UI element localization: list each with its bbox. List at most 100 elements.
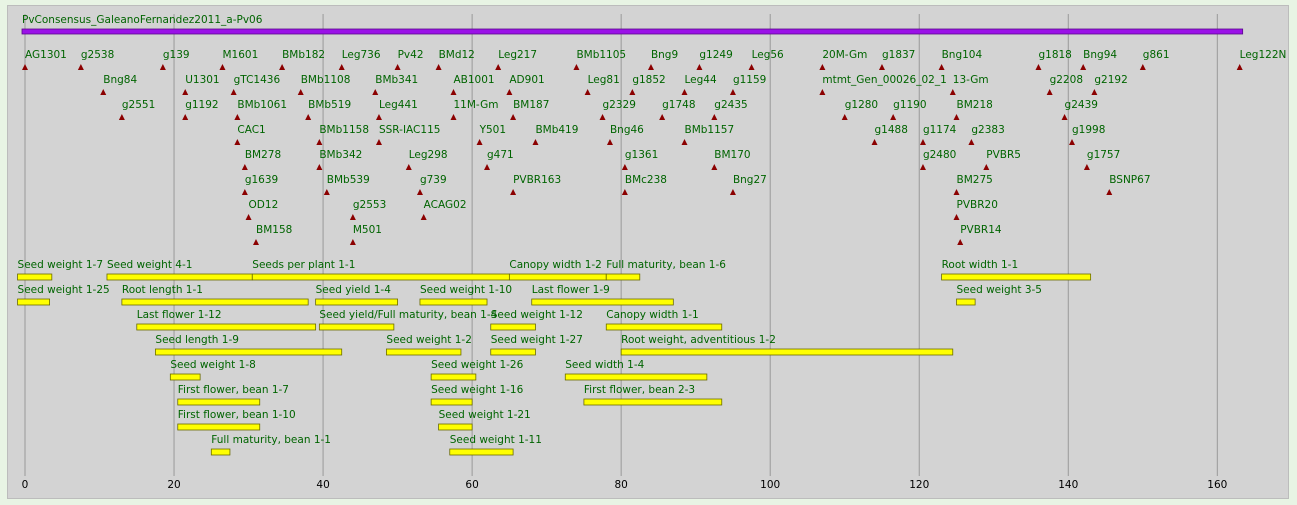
marker[interactable]: PVBR20 — [953, 199, 998, 220]
marker[interactable]: PVBR14 — [957, 224, 1002, 245]
marker[interactable]: BMb1158 — [316, 124, 369, 145]
marker[interactable]: Bng104 — [938, 49, 983, 70]
marker[interactable]: BM218 — [953, 99, 993, 120]
marker[interactable]: g1488 — [871, 124, 908, 145]
marker[interactable]: BMb1061 — [234, 99, 287, 120]
marker[interactable]: ACAG02 — [420, 199, 467, 220]
marker[interactable]: g2553 — [349, 199, 386, 220]
marker[interactable]: g1837 — [878, 49, 915, 70]
marker[interactable]: mtmt_Gen_00026_02_1 — [819, 74, 947, 95]
marker[interactable]: CAC1 — [234, 124, 266, 145]
marker[interactable]: g1748 — [659, 99, 696, 120]
qtl[interactable]: Seed weight 1-10 — [419, 284, 512, 306]
marker[interactable]: BM170 — [711, 149, 751, 170]
qtl[interactable]: First flower, bean 2-3 — [583, 384, 723, 406]
marker[interactable]: Leg44 — [681, 74, 717, 95]
marker[interactable]: g2329 — [599, 99, 636, 120]
marker[interactable]: g2435 — [711, 99, 748, 120]
marker[interactable]: Y501 — [476, 124, 506, 145]
qtl[interactable]: Root length 1-1 — [121, 284, 309, 306]
marker[interactable]: BMb182 — [279, 49, 325, 70]
qtl[interactable]: Root weight, adventitious 1-2 — [620, 334, 954, 356]
marker[interactable]: PVBR163 — [510, 174, 561, 195]
marker[interactable]: g2551 — [118, 99, 155, 120]
qtl[interactable]: Seed width 1-4 — [564, 359, 708, 381]
qtl[interactable]: Seed weight 1-7 — [17, 259, 103, 281]
marker[interactable]: AG1301 — [22, 49, 67, 70]
qtl[interactable]: Canopy width 1-2 — [508, 259, 607, 281]
chromosome-bar[interactable] — [21, 28, 1244, 35]
marker[interactable]: g1159 — [729, 74, 766, 95]
marker[interactable]: Leg56 — [748, 49, 784, 70]
qtl[interactable]: Seed yield/Full maturity, bean 1-4 — [318, 309, 498, 331]
marker[interactable]: BMb1105 — [573, 49, 626, 70]
marker[interactable]: g1249 — [696, 49, 733, 70]
qtl[interactable]: Seed weight 1-11 — [449, 434, 542, 456]
marker[interactable]: 13-Gm — [949, 74, 989, 95]
qtl[interactable]: Seed weight 1-12 — [490, 309, 583, 331]
marker[interactable]: g471 — [484, 149, 514, 170]
marker[interactable]: Bng27 — [729, 174, 767, 195]
qtl[interactable]: Seed weight 3-5 — [956, 284, 1042, 306]
qtl[interactable]: Root width 1-1 — [941, 259, 1092, 281]
qtl[interactable]: Full maturity, bean 1-6 — [605, 259, 726, 281]
marker[interactable]: g1639 — [241, 174, 278, 195]
marker[interactable]: g1280 — [841, 99, 878, 120]
marker[interactable]: g139 — [159, 49, 190, 70]
marker[interactable]: BMb539 — [323, 174, 370, 195]
qtl[interactable]: Seed weight 1-16 — [430, 384, 524, 406]
marker[interactable]: g1757 — [1083, 149, 1120, 170]
marker[interactable]: Bng46 — [606, 124, 644, 145]
marker[interactable]: Leg122N — [1236, 49, 1287, 70]
marker[interactable]: M1601 — [219, 49, 258, 70]
marker[interactable]: PVBR5 — [983, 149, 1021, 170]
qtl[interactable]: Full maturity, bean 1-1 — [210, 434, 331, 456]
marker[interactable]: g1174 — [919, 124, 957, 145]
marker[interactable]: BM187 — [510, 99, 549, 120]
marker[interactable]: Bng9 — [647, 49, 678, 70]
marker[interactable]: Pv42 — [394, 49, 424, 70]
marker[interactable]: Leg81 — [584, 74, 620, 95]
marker[interactable]: BMb1157 — [681, 124, 735, 145]
marker[interactable]: M501 — [349, 224, 382, 245]
marker[interactable]: 20M-Gm — [819, 49, 867, 70]
marker[interactable]: Leg298 — [405, 149, 448, 170]
marker[interactable]: g1361 — [621, 149, 658, 170]
marker[interactable]: SSR-IAC115 — [375, 124, 440, 145]
marker[interactable]: g2208 — [1046, 74, 1083, 95]
marker[interactable]: AD901 — [506, 74, 545, 95]
marker[interactable]: OD12 — [245, 199, 279, 220]
marker[interactable]: g1852 — [629, 74, 666, 95]
marker[interactable]: g1818 — [1035, 49, 1072, 70]
marker[interactable]: BMb419 — [532, 124, 578, 145]
qtl[interactable]: Seed length 1-9 — [155, 334, 343, 356]
marker[interactable]: gTC1436 — [230, 74, 281, 95]
marker[interactable]: BSNP67 — [1106, 174, 1151, 195]
qtl[interactable]: Last flower 1-9 — [531, 284, 674, 306]
qtl[interactable]: Seed yield 1-4 — [315, 284, 398, 306]
marker[interactable]: g1192 — [182, 99, 219, 120]
marker[interactable]: Leg217 — [495, 49, 537, 70]
qtl[interactable]: Seed weight 1-27 — [490, 334, 583, 356]
marker[interactable]: g2439 — [1061, 99, 1098, 120]
marker[interactable]: BM158 — [253, 224, 292, 245]
marker[interactable]: g2480 — [919, 149, 956, 170]
qtl[interactable]: Seed weight 4-1 — [106, 259, 253, 281]
qtl[interactable]: Seed weight 1-21 — [438, 409, 531, 431]
marker[interactable]: Bng94 — [1080, 49, 1117, 70]
qtl[interactable]: First flower, bean 1-7 — [177, 384, 289, 406]
qtl[interactable]: Seed weight 1-25 — [17, 284, 110, 306]
marker[interactable]: BMc238 — [621, 174, 667, 195]
marker[interactable]: Leg736 — [338, 49, 381, 70]
marker[interactable]: AB1001 — [450, 74, 495, 95]
marker[interactable]: g739 — [416, 174, 447, 195]
marker[interactable]: BMb1108 — [297, 74, 351, 95]
qtl[interactable]: Last flower 1-12 — [136, 309, 317, 331]
marker[interactable]: BMb341 — [372, 74, 418, 95]
marker[interactable]: g861 — [1139, 49, 1170, 70]
qtl[interactable]: Seeds per plant 1-1 — [251, 259, 510, 281]
marker[interactable]: g1998 — [1069, 124, 1105, 145]
marker[interactable]: g2192 — [1091, 74, 1128, 95]
qtl[interactable]: Seed weight 1-2 — [386, 334, 472, 356]
qtl[interactable]: First flower, bean 1-10 — [177, 409, 296, 431]
